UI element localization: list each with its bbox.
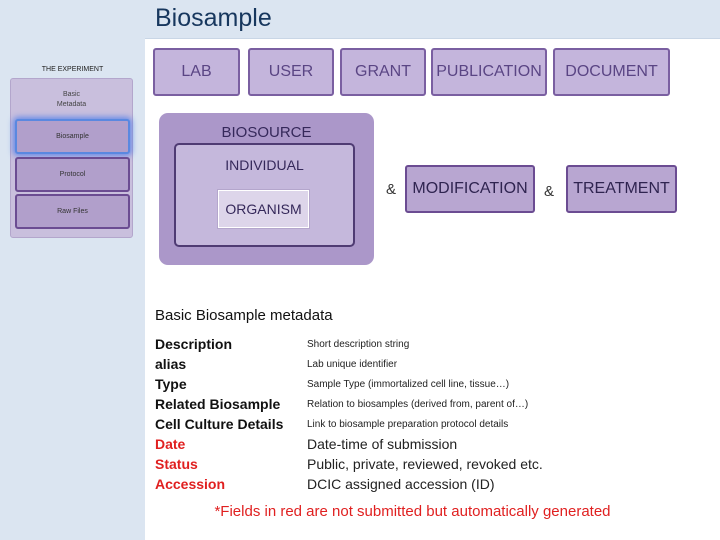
individual-label: INDIVIDUAL [225,157,304,173]
organism-box[interactable]: ORGANISM [217,189,310,229]
ampersand-connector: & [386,181,397,198]
field-description: Date-time of submission [307,436,458,452]
field-row: alias Lab unique identifier [155,356,715,376]
sidebar-item-protocol[interactable]: Protocol [15,157,130,192]
ampersand-connector: & [544,183,555,200]
publication-box[interactable]: PUBLICATION [431,48,547,96]
grant-box[interactable]: GRANT [340,48,426,96]
lab-box[interactable]: LAB [153,48,240,96]
field-description: DCIC assigned accession (ID) [307,476,495,492]
field-name: Description [155,336,233,352]
experiment-label: THE EXPERIMENT [41,66,104,73]
field-row: Related Biosample Relation to biosamples… [155,396,715,416]
sidebar-item-raw-files[interactable]: Raw Files [15,194,130,229]
field-description: Short description string [307,339,410,350]
field-row: Status Public, private, reviewed, revoke… [155,456,715,476]
section-heading: Basic Biosample metadata [155,307,333,324]
field-row: Description Short description string [155,336,715,356]
biosource-label: BIOSOURCE [221,124,312,141]
slide-title: Biosample [155,4,272,32]
field-row: Date Date-time of submission [155,436,715,456]
field-name: Cell Culture Details [155,416,284,432]
sidebar-item-biosample[interactable]: Biosample [15,119,130,154]
field-row: Cell Culture Details Link to biosample p… [155,416,715,436]
field-name: Related Biosample [155,396,281,412]
field-row: Accession DCIC assigned accession (ID) [155,476,715,496]
title-divider [145,38,720,39]
field-row: Type Sample Type (immortalized cell line… [155,376,715,396]
field-description: Sample Type (immortalized cell line, tis… [307,379,510,390]
document-box[interactable]: DOCUMENT [553,48,670,96]
field-description: Public, private, reviewed, revoked etc. [307,456,543,472]
treatment-box[interactable]: TREATMENT [566,165,677,213]
field-description: Link to biosample preparation protocol d… [307,419,509,430]
footnote: *Fields in red are not submitted but aut… [214,503,611,520]
field-name: Date [155,436,186,452]
user-box[interactable]: USER [248,48,334,96]
field-name: alias [155,356,187,372]
field-description: Lab unique identifier [307,359,398,370]
field-name: Accession [155,476,226,492]
field-name: Status [155,456,198,472]
title-bar [145,0,720,38]
field-name: Type [155,376,187,392]
modification-box[interactable]: MODIFICATION [405,165,535,213]
field-description: Relation to biosamples (derived from, pa… [307,399,529,410]
basic-metadata-label: Basic Metadata [56,91,87,108]
